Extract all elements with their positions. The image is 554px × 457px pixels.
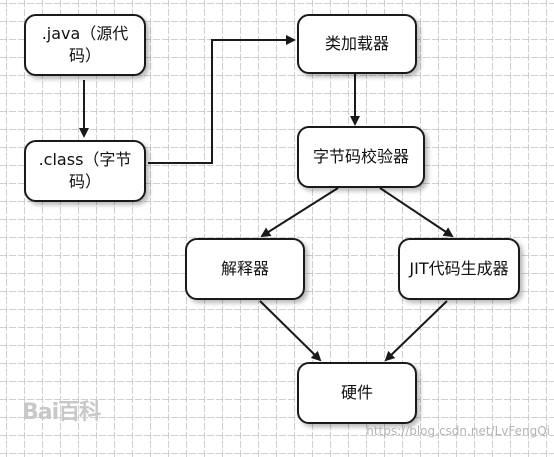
node-bytecode-verifier-label: 字节码校验器: [312, 147, 409, 166]
baidu-watermark: Bai百科: [22, 400, 101, 425]
node-java-source: .java（源代码）: [24, 14, 146, 76]
arrow-verifier-to-interpreter: [260, 187, 339, 238]
arrow-interpreter-to-hardware: [259, 300, 322, 362]
arrow-class-to-loader: [148, 35, 296, 164]
node-jit-generator-label: JIT代码生成器: [409, 259, 509, 278]
node-bytecode-verifier: 字节码校验器: [297, 126, 425, 188]
csdn-url-watermark: https://blog.csdn.net/LvFengQi: [366, 424, 550, 438]
node-hardware-label: 硬件: [340, 383, 373, 402]
node-jit-generator: JIT代码生成器: [398, 238, 520, 300]
node-class-loader-label: 类加载器: [324, 34, 389, 53]
arrow-verifier-to-jit: [379, 187, 454, 238]
node-class-bytecode-label: .class（字节码）: [38, 150, 132, 191]
node-interpreter-label: 解释器: [220, 259, 269, 278]
node-java-source-label: .java（源代码）: [41, 24, 129, 65]
node-hardware: 硬件: [297, 362, 417, 424]
node-class-loader: 类加载器: [297, 14, 417, 74]
node-class-bytecode: .class（字节码）: [24, 140, 146, 202]
node-interpreter: 解释器: [185, 238, 305, 300]
arrow-jit-to-hardware: [384, 300, 448, 362]
